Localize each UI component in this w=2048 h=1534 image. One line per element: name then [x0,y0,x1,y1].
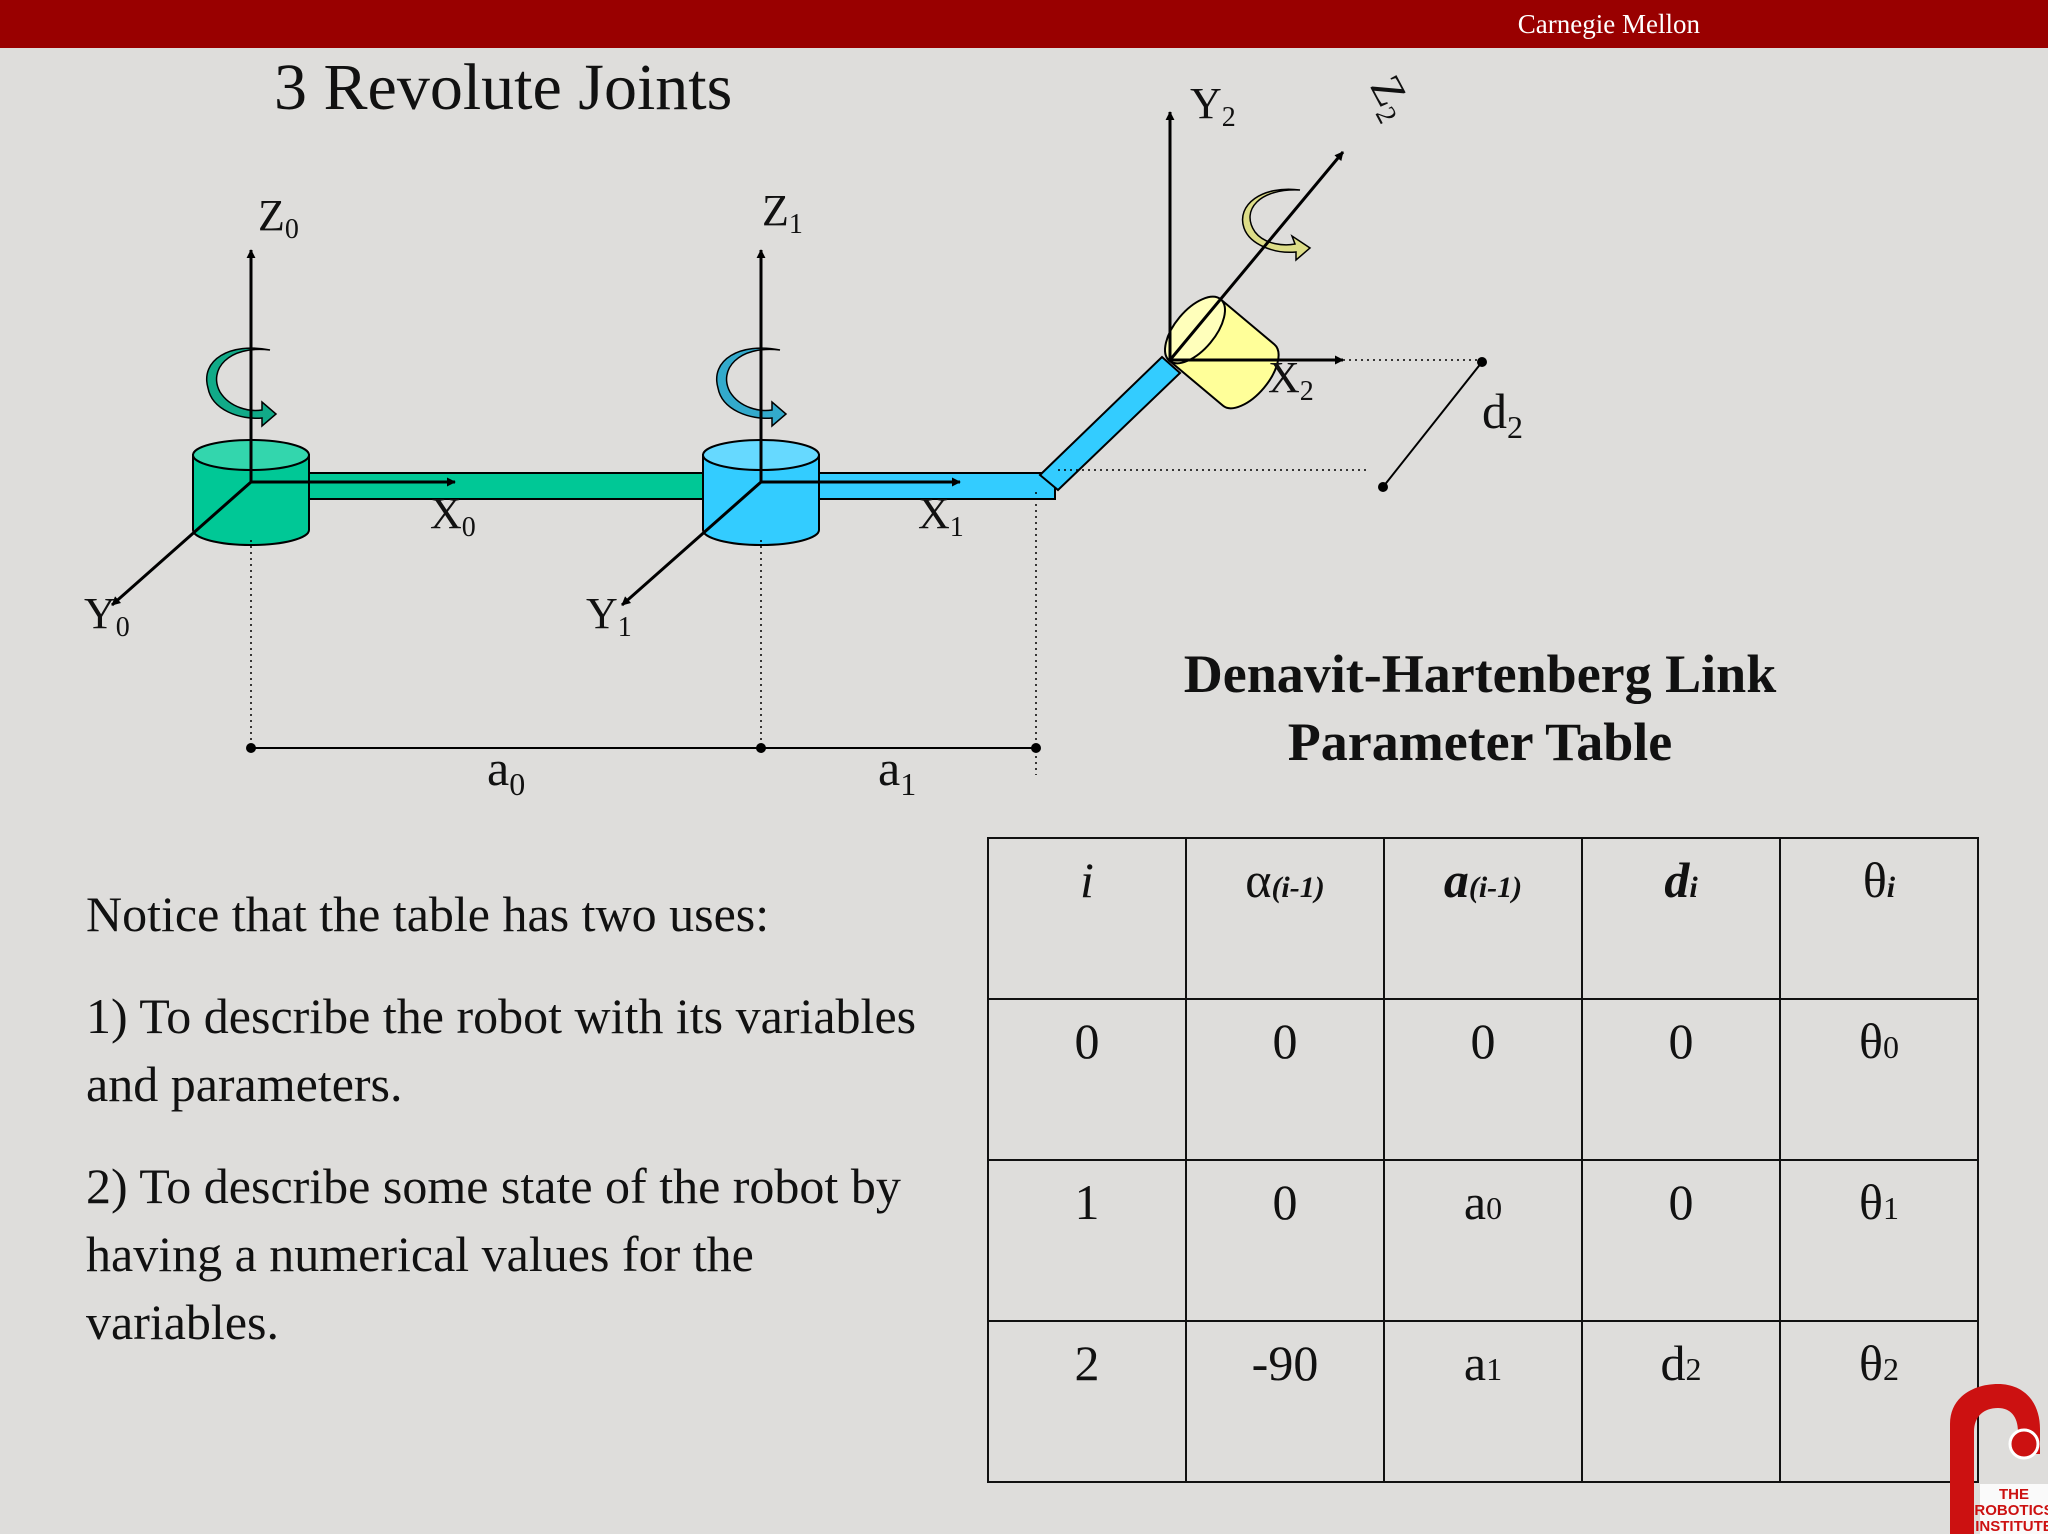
notes-use-2: 2) To describe some state of the robot b… [86,1158,901,1350]
label-z2: Z2 [1356,67,1423,128]
table-cell: 0 [1581,1159,1781,1322]
table-cell: a1 [1383,1320,1583,1483]
link-2-bar [1038,355,1182,492]
svg-text:ROBOTICS: ROBOTICS [1974,1502,2048,1519]
guide-lines [250,359,1480,775]
table-cell: 0 [987,998,1187,1161]
table-cell: 0 [1383,998,1583,1161]
dh-title-line2: Parameter Table [1287,712,1673,772]
label-a1: a1 [878,740,916,802]
header-d: di [1581,837,1781,1000]
label-y0: Y0 [84,589,130,643]
table-cell: 2 [987,1320,1187,1483]
table-row: 0 0 0 0 θ0 [987,998,1979,1161]
table-row: 2 -90 a1 d2 θ2 [987,1320,1979,1483]
rotation-arrow-2 [1241,188,1312,262]
label-a0: a0 [487,740,525,802]
svg-text:INSTITUTE: INSTITUTE [1975,1518,2048,1534]
table-cell: 0 [1581,998,1781,1161]
label-d2: d2 [1482,383,1523,445]
notes-text: Notice that the table has two uses: 1) T… [86,880,926,1390]
notes-intro: Notice that the table has two uses: [86,886,770,942]
table-cell: θ2 [1779,1320,1979,1483]
notes-use-1: 1) To describe the robot with its variab… [86,988,917,1112]
rotation-arrow-1 [715,347,788,428]
rotation-arrow-0 [205,347,278,428]
robotics-institute-logo: THE ROBOTICS INSTITUTE [1950,1384,2048,1534]
label-y2: Y2 [1190,79,1236,133]
label-z0: Z0 [258,191,299,245]
label-z1: Z1 [762,186,803,240]
dh-parameter-table: i α(i-1) a(i-1) di θi 0 0 0 0 θ0 1 0 a0 … [987,837,1979,1483]
header-alpha: α(i-1) [1185,837,1385,1000]
dh-title-line1: Denavit-Hartenberg Link [1183,644,1777,704]
svg-text:THE: THE [1999,1486,2029,1503]
header-i: i [987,837,1187,1000]
header-theta: θi [1779,837,1979,1000]
z2-axis [1168,151,1345,361]
table-cell: 1 [987,1159,1187,1322]
link-0-bar [249,472,706,500]
slide-title: 3 Revolute Joints [274,51,733,124]
table-cell: θ1 [1779,1159,1979,1322]
label-y1: Y1 [586,589,632,643]
table-row: 1 0 a0 0 θ1 [987,1159,1979,1322]
table-cell: θ0 [1779,998,1979,1161]
y0-axis [111,480,252,607]
dh-table-title: Denavit-Hartenberg Link Parameter Table [1140,640,1820,776]
label-x2: X2 [1268,353,1314,407]
table-cell: a0 [1383,1159,1583,1322]
table-cell: 0 [1185,1159,1385,1322]
d2-dimension-line [1382,361,1483,488]
label-x0: X0 [430,489,476,543]
y1-axis [621,480,762,607]
table-header-row: i α(i-1) a(i-1) di θi [987,837,1979,1000]
label-x1: X1 [918,489,964,543]
table-cell: 0 [1185,998,1385,1161]
joint-0-cylinder [192,439,310,546]
table-cell: d2 [1581,1320,1781,1483]
header-bar: Carnegie Mellon [0,0,2048,48]
header-a: a(i-1) [1383,837,1583,1000]
table-cell: -90 [1185,1320,1385,1483]
institution-name: Carnegie Mellon [1517,9,1700,39]
